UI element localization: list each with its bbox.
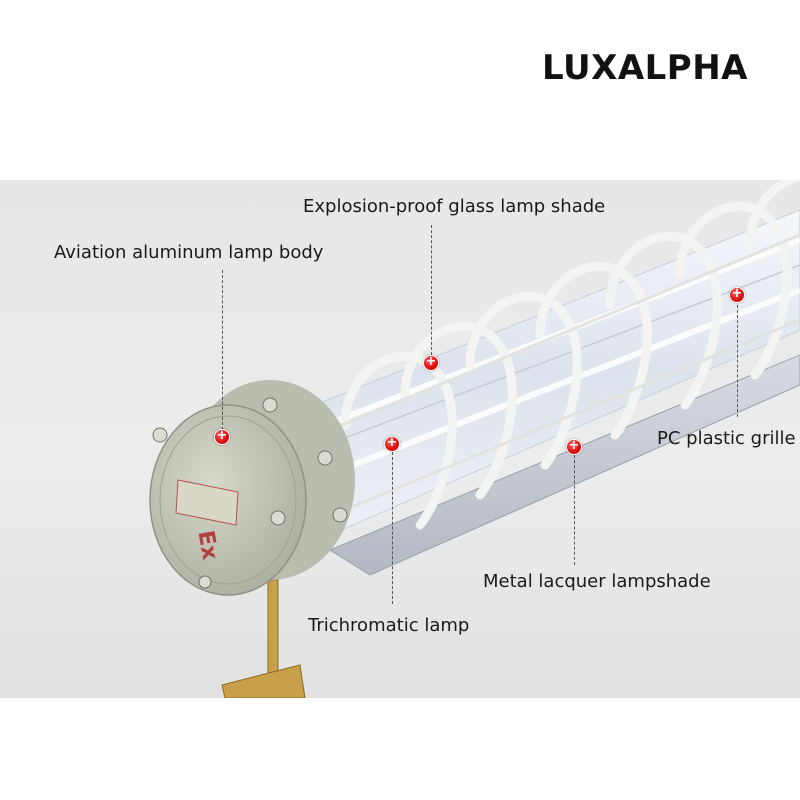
plus-marker-icon[interactable]: + (729, 287, 745, 303)
mount-rod (267, 579, 279, 681)
lamp-illustration: Ex (149, 180, 800, 698)
plus-marker-icon[interactable]: + (384, 436, 400, 452)
metal-lampshade (328, 354, 800, 576)
pc-grille (340, 180, 800, 530)
callout-lamp-body: Aviation aluminum lamp body (54, 242, 324, 263)
callout-grille: PC plastic grille (657, 428, 796, 449)
grille-rails (329, 233, 800, 512)
callout-glass-shade: Explosion-proof glass lamp shade (303, 196, 606, 217)
brand-logo: LUXALPHA (542, 48, 748, 88)
lamp-body-rim (159, 415, 297, 585)
mount-plate (221, 664, 306, 698)
leader-lamp-body (222, 270, 223, 430)
leader-tube (392, 452, 393, 604)
nameplate (175, 479, 239, 526)
plus-marker-icon[interactable]: + (214, 429, 230, 445)
leader-glass-shade (431, 225, 432, 355)
leader-lampshade (574, 455, 575, 565)
plus-marker-icon[interactable]: + (566, 439, 582, 455)
product-photo: Ex (0, 180, 800, 698)
callout-lampshade: Metal lacquer lampshade (483, 571, 711, 592)
leader-grille (737, 305, 738, 417)
plus-marker-icon[interactable]: + (423, 355, 439, 371)
callout-tube: Trichromatic lamp (308, 615, 470, 636)
bolts (152, 397, 348, 589)
ex-mark: Ex (193, 529, 223, 562)
